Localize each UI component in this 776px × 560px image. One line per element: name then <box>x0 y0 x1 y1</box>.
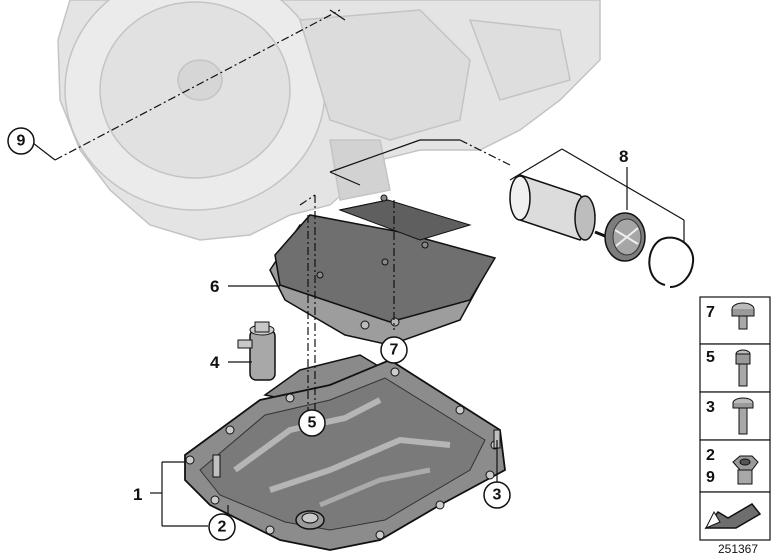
legend-label-2: 2 <box>706 447 715 464</box>
svg-text:7: 7 <box>390 342 399 359</box>
transmission-housing <box>57 0 601 241</box>
filter-cover <box>594 212 646 262</box>
circlip <box>648 236 695 288</box>
svg-text:2: 2 <box>218 519 227 536</box>
fastener-legend: 7 5 3 2 9 251367 <box>699 296 771 556</box>
arrow-icon <box>704 503 762 529</box>
bolt-3-icon <box>732 397 754 435</box>
oil-pan <box>184 358 506 551</box>
drain-plug-icon <box>732 455 759 485</box>
callout-2: 2 <box>208 513 236 541</box>
bolt-7-icon <box>731 302 755 330</box>
callout-9: 9 <box>7 127 35 155</box>
callout-3: 3 <box>483 481 511 509</box>
svg-text:9: 9 <box>17 133 26 150</box>
legend-label-5: 5 <box>706 349 715 366</box>
callout-4: 4 <box>210 353 220 372</box>
callout-7: 7 <box>380 336 408 364</box>
bolt-5-icon <box>735 349 751 387</box>
legend-label-3: 3 <box>706 399 715 416</box>
document-number: 251367 <box>718 542 758 556</box>
callout-5: 5 <box>298 409 326 437</box>
svg-text:3: 3 <box>493 487 502 504</box>
callout-6: 6 <box>210 277 219 296</box>
filter-plate <box>269 194 497 346</box>
leader-lines <box>32 9 685 527</box>
legend-label-9: 9 <box>706 469 715 486</box>
callout-1: 1 <box>133 485 142 504</box>
legend-label-7: 7 <box>706 304 715 321</box>
oil-filter <box>509 174 596 241</box>
callout-8: 8 <box>619 147 628 166</box>
svg-text:5: 5 <box>308 415 317 432</box>
